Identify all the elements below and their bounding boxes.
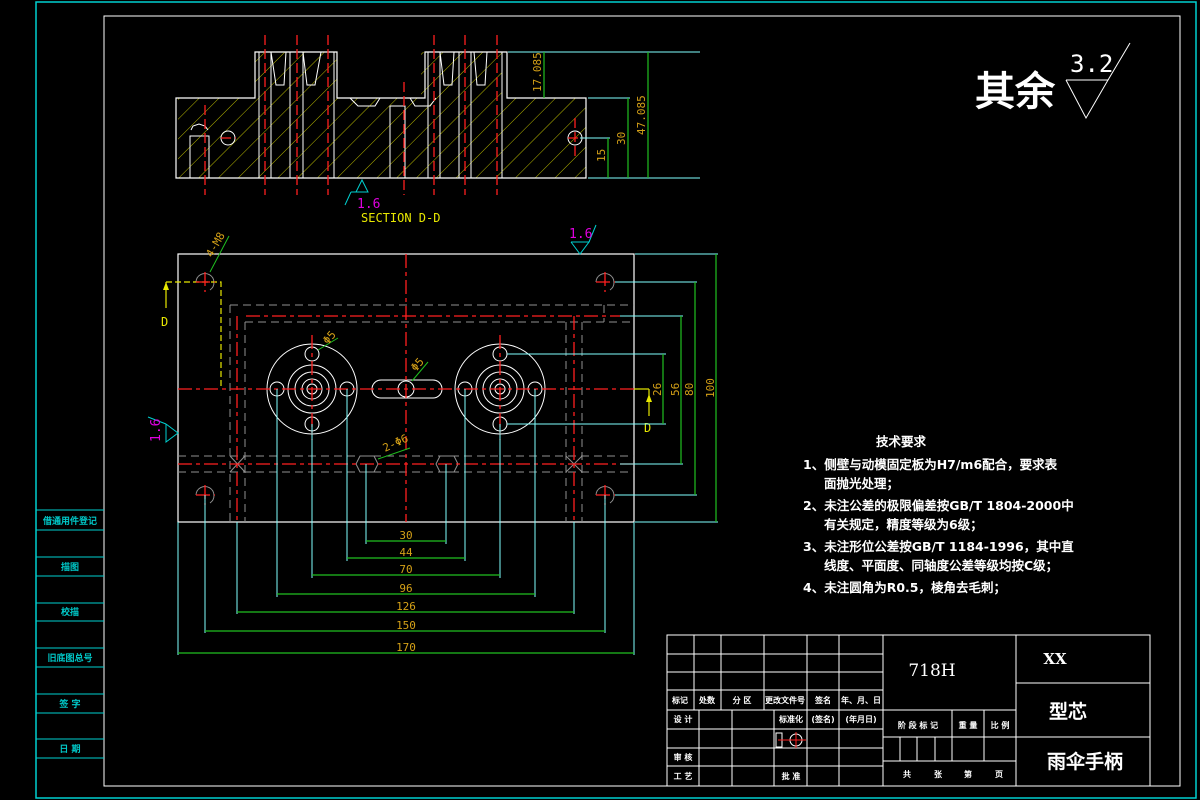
tech-line-4: 有关规定，精度等级为6级； [824, 517, 983, 532]
material-label: 718H [908, 661, 955, 681]
dim-right-56: 56 [669, 383, 682, 396]
dim-bottom-44: 44 [399, 546, 413, 559]
dim-bottom-70: 70 [399, 563, 412, 576]
row-review: 审 核 [674, 752, 693, 762]
row-approve: 批 准 [782, 771, 801, 781]
rev-header-zone: 分 区 [733, 695, 752, 705]
side-label-reg: 借通用件登记 [42, 515, 97, 527]
title-block [666, 634, 1151, 787]
surface-finish-note: 其余 3.2 [975, 42, 1131, 120]
side-label-trace: 描图 [61, 561, 79, 573]
title-block-text: 标记 处数 分 区 更改文件号 签名 年、月、日 设 计 标准化 (签名) (年… [671, 695, 1009, 781]
tech-title: 技术要求 [876, 434, 927, 449]
surface-finish-label: 其余 [975, 69, 1056, 115]
callout-hole-b: Φ5 [408, 355, 426, 374]
section-marker-right: D [644, 421, 651, 435]
plan-view: D D [147, 224, 718, 655]
row-signature: (签名) [811, 714, 834, 724]
stage-header-scale: 比 例 [991, 720, 1010, 730]
row-design: 设 计 [674, 714, 693, 724]
section-marker-left: D [161, 315, 168, 329]
rev-header-docno: 更改文件号 [765, 695, 805, 705]
stage-header-weight: 重 量 [959, 720, 978, 730]
section-roughness: 1.6 [357, 197, 380, 212]
section-outline [175, 51, 587, 179]
section-view: 17.085 47.085 30 15 1.6 SECTION D-D [175, 35, 700, 225]
part-type-label: 型芯 [1049, 700, 1087, 723]
dim-30: 30 [615, 132, 628, 145]
tech-line-2: 面抛光处理； [824, 476, 899, 491]
plan-roughness-top: 1.6 [569, 227, 592, 242]
dim-47085: 47.085 [635, 95, 648, 135]
sheet-page: 页 [995, 770, 1003, 779]
dim-right-80: 80 [683, 383, 696, 396]
row-process: 工 艺 [674, 771, 693, 781]
side-label-sign: 签 字 [58, 698, 80, 710]
side-label-old-no: 旧底图总号 [47, 652, 92, 664]
stage-header-mark: 阶 段 标 记 [898, 720, 938, 730]
roughness-symbol [1065, 79, 1109, 120]
side-label-check: 校描 [61, 606, 79, 618]
callout-hole-a: Φ5 [320, 328, 338, 347]
rev-header-mark: 标记 [671, 695, 688, 705]
inner-frame [103, 15, 1181, 787]
tech-line-7: 4、未注圆角为R0.5，棱角去毛刺； [803, 580, 1006, 595]
tech-line-3: 2、未注公差的极限偏差按GB/T 1804-2000中 [803, 498, 1074, 513]
dim-bottom-96: 96 [399, 582, 412, 595]
dim-right-26: 26 [651, 383, 664, 396]
dim-bottom-30: 30 [399, 529, 412, 542]
row-date: (年月日) [845, 714, 876, 724]
side-label-date: 日 期 [59, 743, 80, 755]
tech-requirements: 技术要求 1、侧壁与动模固定板为H7/m6配合，要求表 面抛光处理； 2、未注公… [803, 434, 1074, 595]
tech-line-1: 1、侧壁与动模固定板为H7/m6配合，要求表 [803, 457, 1058, 472]
plan-roughness-left: 1.6 [149, 419, 164, 442]
outer-frame [35, 1, 1197, 799]
tech-line-5: 3、未注形位公差按GB/T 1184-1996，其中直 [803, 539, 1074, 554]
sheet-total: 共 [903, 769, 911, 779]
side-panel [36, 509, 104, 759]
dim-17085: 17.085 [531, 52, 544, 92]
sheet-number: 第 [964, 769, 972, 779]
row-standard: 标准化 [778, 714, 803, 724]
part-name-label: 雨伞手柄 [1047, 750, 1123, 773]
callout-pin: 2-Φ6 [381, 432, 411, 455]
company-label: XX [1043, 650, 1067, 668]
dim-bottom-126: 126 [396, 600, 416, 613]
surface-finish-value: 3.2 [1070, 50, 1113, 78]
section-title: SECTION D-D [361, 211, 440, 225]
dim-bottom-170: 170 [396, 641, 416, 654]
dim-right-100: 100 [704, 378, 717, 398]
rev-header-date: 年、月、日 [841, 695, 881, 705]
sheet-sheets: 张 [934, 770, 943, 779]
dim-bottom-150: 150 [396, 619, 416, 632]
tech-line-6: 线度、平面度、同轴度公差等级均按C级； [824, 558, 1058, 573]
rev-header-count: 处数 [698, 695, 716, 705]
dim-15: 15 [595, 149, 608, 162]
rev-header-sign: 签名 [814, 695, 831, 705]
